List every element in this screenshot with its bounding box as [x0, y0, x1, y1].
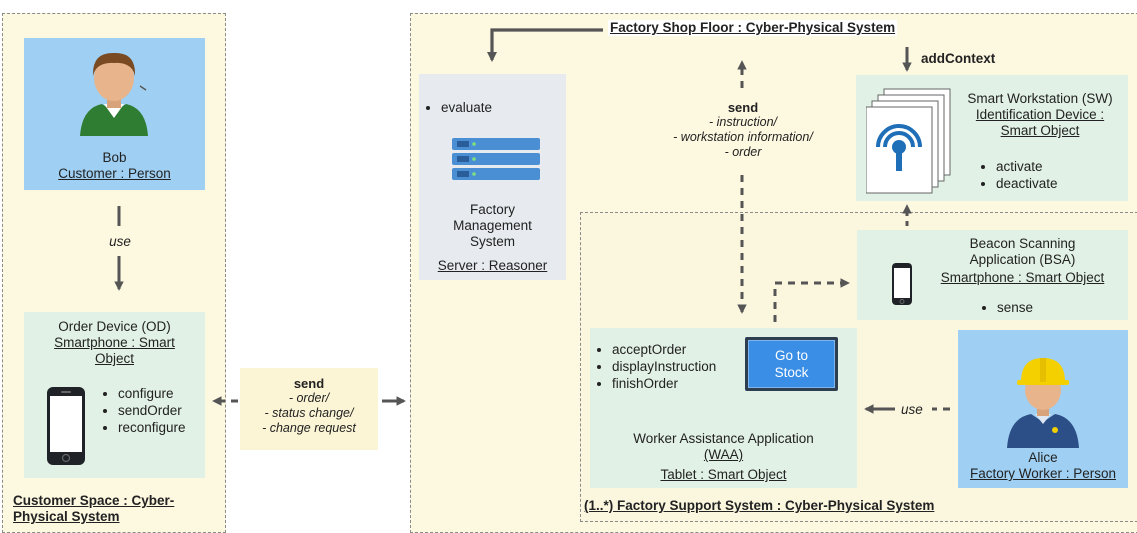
send-order-message-box: [240, 368, 378, 450]
customer-space-title: Customer Space : Cyber-Physical System: [13, 493, 175, 524]
operation-item: sendOrder: [118, 402, 186, 419]
person-icon: [80, 52, 148, 136]
sw-title: Smart Workstation (SW): [967, 91, 1113, 106]
order-device-operations: configure sendOrder reconfigure: [102, 385, 186, 436]
order-device-type: Smartphone : Smart Object: [54, 335, 175, 366]
factory-support-title: (1..*) Factory Support System : Cyber-Ph…: [584, 498, 935, 513]
smart-workstation-box: Smart Workstation (SW) Identification De…: [856, 75, 1128, 201]
send-order-item: - order/: [288, 391, 330, 405]
fms-operations: evaluate: [425, 99, 492, 116]
waa-name: Worker Assistance Application (WAA): [590, 431, 857, 463]
bsa-title-line: Beacon Scanning: [969, 236, 1076, 251]
waa-name-line: Worker Assistance Application: [633, 431, 814, 446]
bob-name: Bob: [102, 150, 127, 165]
factory-shop-floor-title: Factory Shop Floor : Cyber-Physical Syst…: [608, 20, 898, 36]
send-instruction-item: - workstation information/: [673, 130, 813, 144]
bob-role: Customer : Person: [58, 166, 171, 181]
fms-type: Server : Reasoner: [437, 258, 548, 273]
send-order-title: send: [293, 376, 325, 391]
send-instruction-item: - instruction/: [708, 115, 778, 129]
server-icon: [452, 138, 540, 180]
sw-operations: activate deactivate: [980, 158, 1058, 192]
operation-item: finishOrder: [612, 375, 716, 392]
factory-management-system-box: evaluate Factory Management System Serve…: [419, 74, 566, 280]
fms-name-line: Factory: [469, 202, 515, 217]
alice-name: Alice: [1028, 450, 1058, 465]
waa-operations: acceptOrder displayInstruction finishOrd…: [596, 341, 716, 392]
use-label-alice: use: [899, 402, 925, 418]
bsa-box: Beacon Scanning Application (BSA) Smartp…: [857, 230, 1128, 320]
worker-icon: [1007, 358, 1079, 448]
order-device-title: Order Device (OD): [58, 319, 171, 334]
sw-type: Identification Device : Smart Object: [952, 107, 1128, 139]
alice-box: Alice Factory Worker : Person: [958, 330, 1128, 488]
operation-item: reconfigure: [118, 419, 186, 436]
operation-item: activate: [996, 158, 1058, 175]
fms-name-line: Management: [453, 218, 532, 233]
go-to-stock-button[interactable]: Go to Stock: [745, 337, 838, 391]
bsa-operations: sense: [981, 299, 1033, 316]
alice-role: Factory Worker : Person: [969, 466, 1117, 481]
beacon-icon: [866, 88, 951, 194]
smartphone-icon: [892, 263, 912, 305]
bsa-type: Smartphone : Smart Object: [940, 270, 1105, 285]
fms-name-line: System: [469, 234, 515, 249]
send-instruction-item: - order: [724, 145, 762, 159]
bsa-title: Beacon Scanning Application (BSA): [917, 236, 1128, 268]
button-label-line: Go to: [774, 348, 808, 363]
sw-type-line: Smart Object: [1000, 123, 1080, 138]
order-device-box: Order Device (OD) Smartphone : Smart Obj…: [24, 312, 205, 478]
fms-name: Factory Management System: [419, 202, 566, 250]
operation-item: sense: [997, 299, 1033, 316]
bsa-title-line: Application (BSA): [969, 252, 1076, 267]
send-order-item: - status change/: [264, 406, 354, 420]
waa-type: Tablet : Smart Object: [660, 467, 787, 482]
smartphone-icon: [47, 387, 85, 465]
send-order-item: - change request: [262, 421, 356, 435]
send-instruction-message: send - instruction/ - workstation inform…: [640, 100, 846, 160]
sw-type-line: Identification Device :: [975, 107, 1105, 122]
operation-item: deactivate: [996, 175, 1058, 192]
add-context-label: addContext: [921, 51, 996, 66]
use-label-bob: use: [109, 234, 131, 249]
send-order-message: send - order/ - status change/ - change …: [240, 376, 378, 436]
operation-item: acceptOrder: [612, 341, 716, 358]
waa-name-line: (WAA): [703, 447, 744, 462]
operation-item: configure: [118, 385, 186, 402]
button-label-line: Stock: [774, 365, 809, 380]
send-instruction-title: send: [727, 100, 759, 115]
operation-item: displayInstruction: [612, 358, 716, 375]
operation-item: evaluate: [441, 99, 492, 116]
bob-box: Bob Customer : Person: [24, 38, 205, 190]
